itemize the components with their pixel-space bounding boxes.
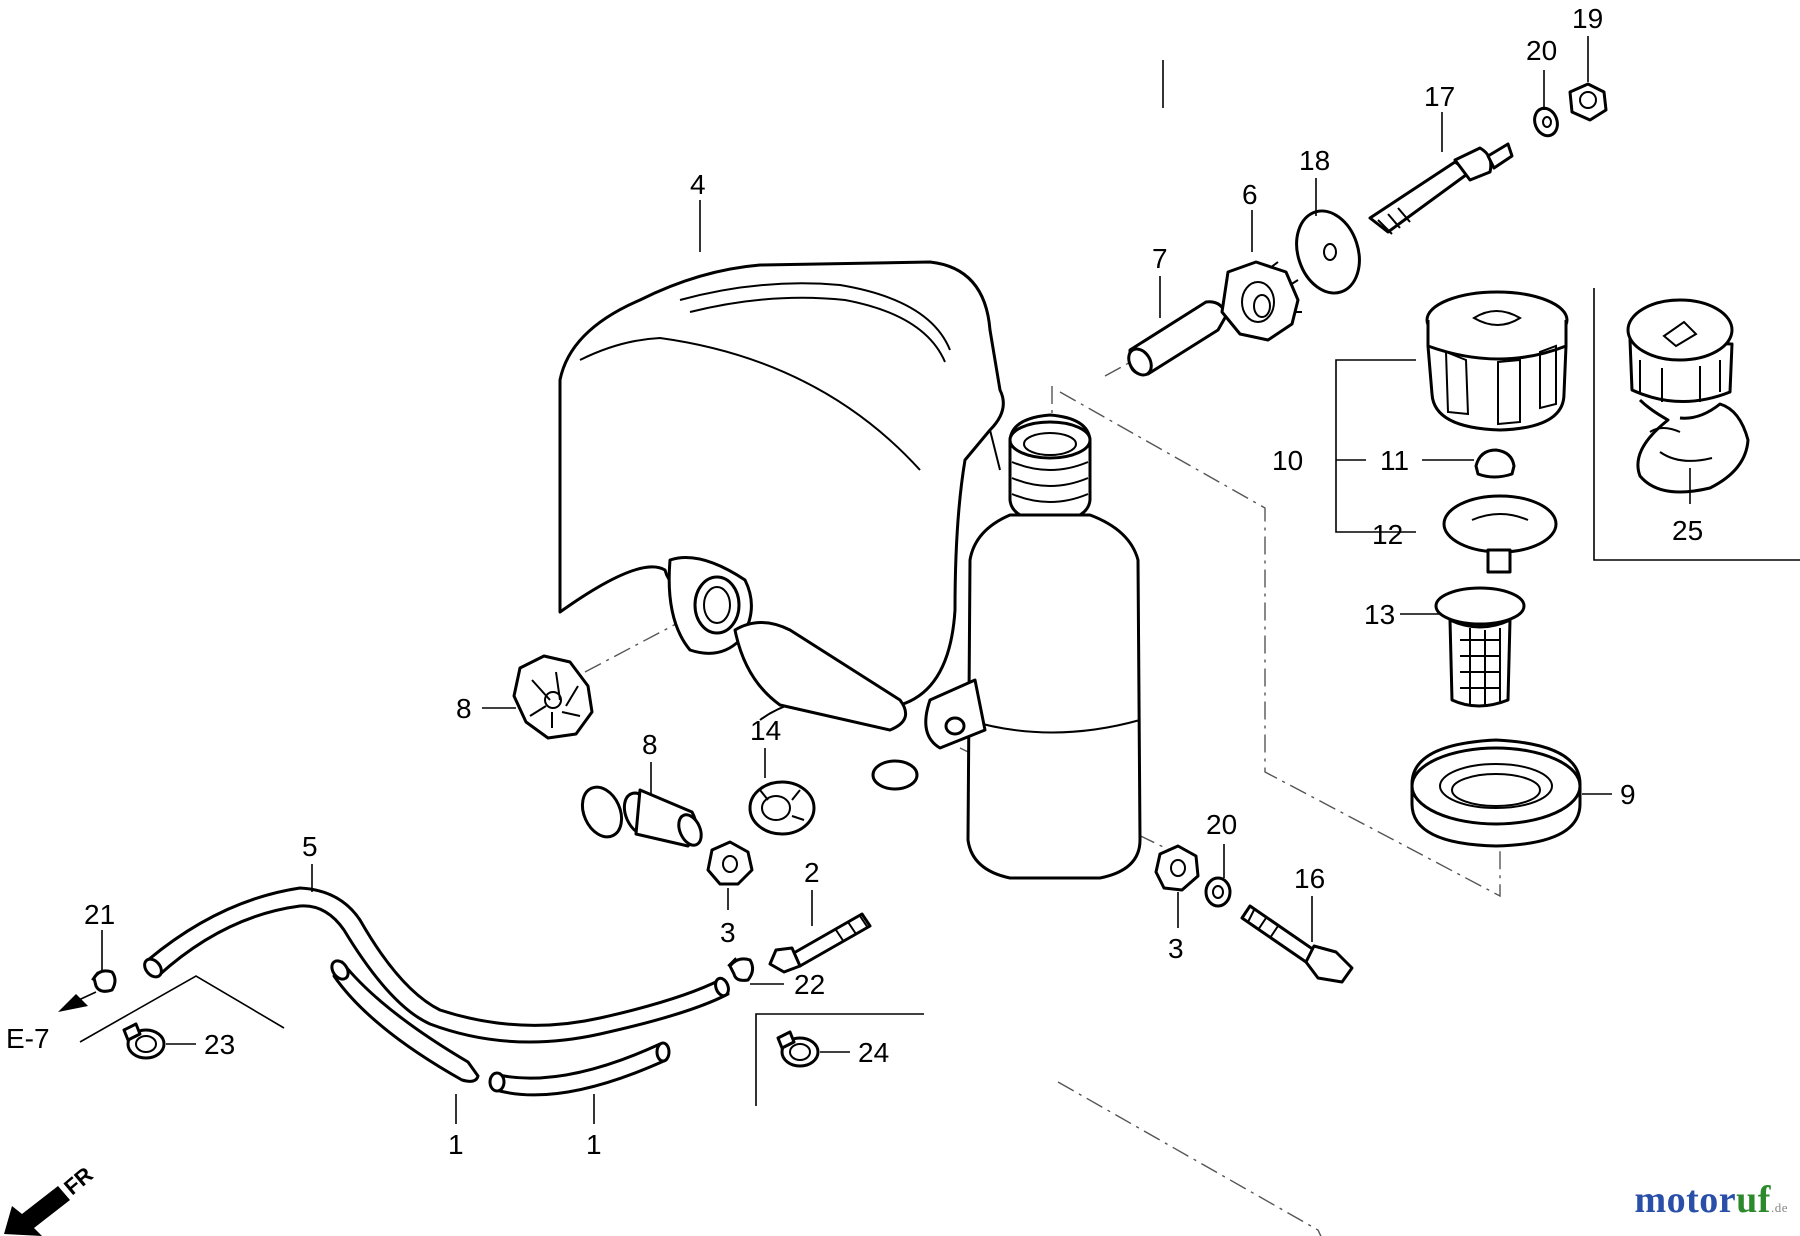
washer-18 xyxy=(1295,209,1361,295)
hose-clamp-24 xyxy=(776,1030,820,1068)
callout-3-left: 3 xyxy=(720,917,736,948)
callout-labels: 4 7 6 18 17 20 19 10 11 12 13 9 25 8 8 1… xyxy=(84,3,1703,1160)
reference-e7: E-7 xyxy=(6,991,97,1054)
callout-16: 16 xyxy=(1294,863,1325,894)
logo-tld: .de xyxy=(1770,1200,1788,1215)
callout-25: 25 xyxy=(1672,515,1703,546)
callout-3-right: 3 xyxy=(1168,933,1184,964)
reference-label: E-7 xyxy=(6,1023,50,1054)
stud-bolt-17 xyxy=(1368,142,1514,235)
bolt-16 xyxy=(1240,904,1354,984)
rubber-mount-3-left xyxy=(706,840,754,886)
logo-suffix: uf xyxy=(1736,1179,1771,1221)
front-direction-arrow: FR xyxy=(4,1162,98,1236)
callout-7: 7 xyxy=(1152,243,1168,274)
tube-clip-21 xyxy=(91,969,117,993)
callout-8-center: 8 xyxy=(642,729,658,760)
callout-6: 6 xyxy=(1242,179,1258,210)
callout-11: 11 xyxy=(1380,445,1409,476)
callout-12: 12 xyxy=(1372,519,1403,550)
fuel-tube-5 xyxy=(143,886,730,1044)
callout-1-left: 1 xyxy=(448,1129,464,1160)
rubber-mount-6 xyxy=(1220,260,1302,342)
callout-1-right: 1 xyxy=(586,1129,602,1160)
bolt-2 xyxy=(768,912,872,974)
brand-logo: motoruf.de xyxy=(1634,1178,1788,1222)
callout-4: 4 xyxy=(690,169,706,200)
callout-13: 13 xyxy=(1364,599,1395,630)
spacer-tube xyxy=(1127,300,1228,377)
callout-24: 24 xyxy=(858,1037,889,1068)
callout-20-upper: 20 xyxy=(1526,35,1557,66)
filler-ring-9 xyxy=(1410,738,1582,848)
callout-19: 19 xyxy=(1572,3,1603,34)
fuel-cap-25 xyxy=(1626,298,1750,494)
callout-2: 2 xyxy=(804,857,820,888)
callout-14: 14 xyxy=(750,715,781,746)
gasket-12 xyxy=(1442,494,1558,574)
logo-prefix: motor xyxy=(1634,1179,1737,1221)
grommet-8-left xyxy=(512,654,594,740)
callout-22: 22 xyxy=(794,969,825,1000)
callout-5: 5 xyxy=(302,831,318,862)
seal-11 xyxy=(1474,448,1516,479)
callout-23: 23 xyxy=(204,1029,235,1060)
strainer-13 xyxy=(1434,586,1526,708)
callout-9: 9 xyxy=(1620,779,1636,810)
callout-17: 17 xyxy=(1424,81,1455,112)
washer-20-upper xyxy=(1533,106,1559,138)
fuel-tank xyxy=(558,260,1142,880)
rubber-mount-3-right xyxy=(1154,844,1200,892)
inset-frames xyxy=(79,288,1800,1106)
callout-21: 21 xyxy=(84,899,115,930)
leader-lines xyxy=(101,36,1691,1124)
hose-clamp-23 xyxy=(122,1022,166,1060)
fuel-cap-10 xyxy=(1425,290,1569,432)
callout-20-lower: 20 xyxy=(1206,809,1237,840)
fuel-tube-1-right xyxy=(488,1041,671,1097)
callout-10: 10 xyxy=(1272,445,1303,476)
tube-clip-22 xyxy=(727,957,755,982)
collar-8 xyxy=(580,785,703,848)
grommet-14 xyxy=(748,780,816,836)
nut-19 xyxy=(1568,82,1608,122)
callout-8-left: 8 xyxy=(456,693,472,724)
washer-20-lower xyxy=(1204,876,1232,908)
callout-18: 18 xyxy=(1299,145,1330,176)
fuel-tube-1-left xyxy=(330,959,480,1083)
